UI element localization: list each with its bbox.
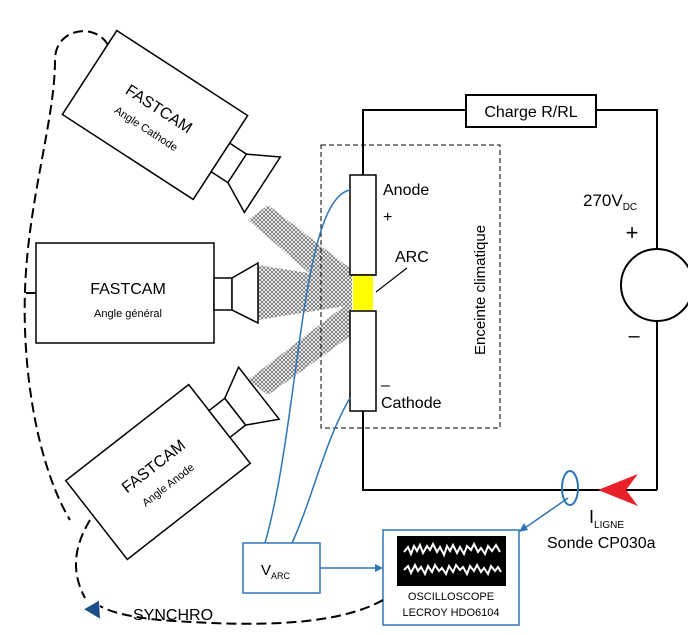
oscilloscope-label-1: OSCILLOSCOPE: [408, 591, 494, 603]
source-voltage-sub: DC: [623, 202, 637, 213]
arc-gap: [353, 275, 373, 311]
camera-cathode-lens: [227, 153, 282, 214]
wire-bottom: [362, 410, 657, 491]
camera-general-title: FASTCAM: [90, 281, 166, 298]
arc-label: ARC: [395, 249, 429, 266]
source-voltage-label: 270VDC: [583, 191, 637, 213]
synchro-path-anode: [74, 519, 91, 599]
cathode-electrode: [349, 310, 377, 412]
oscilloscope-screen: [397, 536, 506, 586]
current-symbol: I: [589, 507, 594, 527]
varc-symbol: V: [261, 562, 271, 579]
varc-wire-anode: [264, 189, 351, 544]
load-label: Charge R/RL: [484, 104, 577, 121]
probe-to-scope-wire: [521, 497, 569, 531]
measurement-wiring: [264, 189, 569, 569]
current-label: ILIGNE: [589, 507, 624, 531]
synchro-path-cathode: [23, 30, 109, 521]
view-cone-anode: [248, 300, 352, 395]
varc-box: [242, 542, 321, 594]
load-box: [465, 94, 597, 128]
camera-general-mount: [213, 277, 233, 311]
wire-top-right: [596, 109, 658, 250]
probe-label: Sonde CP030a: [547, 535, 656, 552]
varc-wire-cathode: [291, 397, 351, 544]
oscilloscope-trace-2: [403, 562, 502, 577]
anode-sign: +: [383, 209, 392, 226]
synchro-link: [22, 30, 384, 625]
camera-general: FASTCAM Angle général: [35, 242, 259, 344]
camera-view-cones: [248, 205, 352, 395]
camera-anode-lens: [223, 365, 281, 426]
wire-top: [362, 109, 466, 175]
climatic-chamber: [320, 144, 501, 429]
cathode-label: Cathode: [381, 395, 442, 412]
camera-general-lens: [231, 261, 259, 325]
source-minus: –: [628, 325, 640, 347]
current-probe-clamp: [561, 470, 579, 506]
camera-anode: FASTCAM Angle Anode: [64, 365, 281, 561]
source-plus: +: [626, 220, 639, 245]
synchro-arrowhead: [84, 600, 100, 619]
probe-arrowhead: [519, 523, 528, 532]
cathode-sign: –: [381, 377, 390, 394]
current-arrow: [598, 474, 638, 506]
arc-pointer: [375, 267, 408, 293]
camera-general-subtitle: Angle général: [94, 308, 162, 320]
varc-label: VARC: [261, 562, 291, 581]
varc-sub: ARC: [271, 571, 291, 581]
oscilloscope-label-2: LECROY HDO6104: [402, 607, 499, 619]
source-voltage-value: 270V: [583, 191, 623, 210]
varc-to-scope-arrowhead: [375, 564, 383, 572]
power-circuit: [362, 109, 658, 491]
oscilloscope-trace-1: [403, 541, 501, 558]
climatic-chamber-label: Enceinte climatique: [472, 225, 489, 355]
anode-electrode: [349, 174, 377, 276]
view-cone-general: [258, 265, 352, 320]
voltage-source: [620, 248, 688, 322]
synchro-path-scope: [99, 599, 384, 625]
anode-label: Anode: [383, 182, 429, 199]
camera-cathode: FASTCAM Angle Cathode: [61, 29, 282, 214]
current-sub: LIGNE: [594, 520, 624, 531]
synchro-label: SYNCHRO: [133, 607, 213, 624]
camera-general-body: [35, 242, 215, 344]
